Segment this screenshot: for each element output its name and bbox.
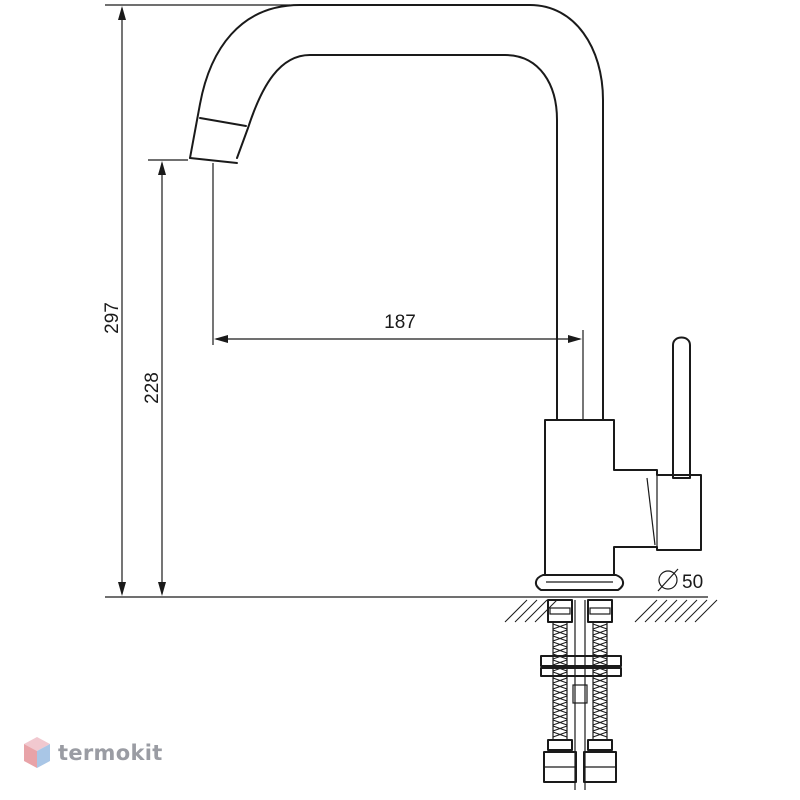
spout-reach-label: 187 xyxy=(384,312,416,333)
dimension-total-height: 297 xyxy=(102,4,290,596)
dimension-spout-reach: 187 xyxy=(212,163,584,420)
countertop-hatch xyxy=(504,599,718,623)
supply-hose-right xyxy=(583,599,617,783)
brand-name: termokit xyxy=(58,741,163,765)
cube-logo-icon xyxy=(24,737,50,768)
base-diameter-label: 50 xyxy=(682,572,703,593)
spout-height-label: 228 xyxy=(142,372,163,404)
countertop xyxy=(105,596,718,623)
supply-hose-left xyxy=(543,599,577,783)
diameter-icon xyxy=(657,568,679,592)
dimension-base-diameter: 50 xyxy=(657,568,703,593)
supply-hoses xyxy=(540,599,622,790)
total-height-label: 297 xyxy=(102,302,123,334)
termokit-logo: termokit xyxy=(22,736,163,770)
dimension-spout-height: 228 xyxy=(142,159,188,596)
faucet-outline xyxy=(189,4,702,591)
